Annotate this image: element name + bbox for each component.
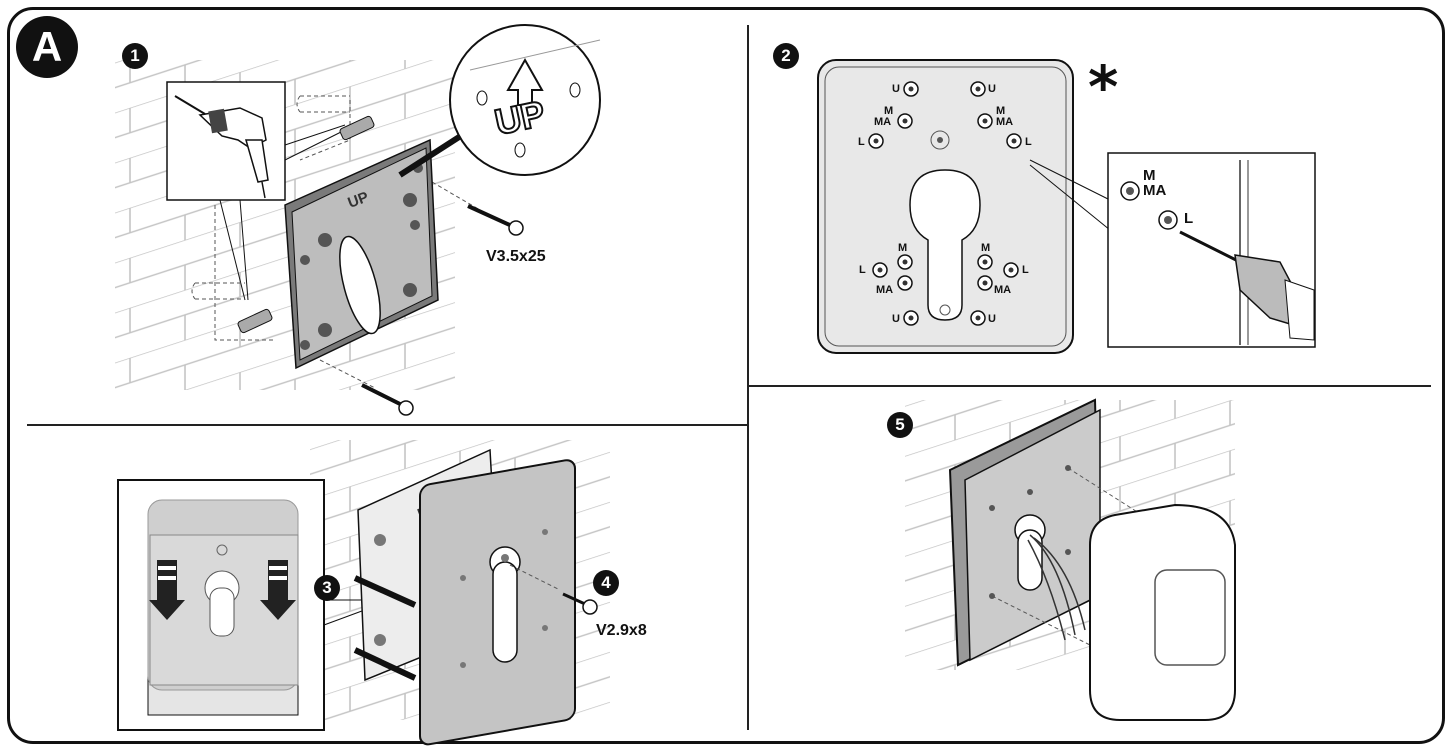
hole-label-ma: MA (994, 284, 1011, 296)
hole-label-m: M (996, 105, 1005, 117)
mounting-plate-1 (284, 138, 439, 370)
wall-plug-top (339, 115, 375, 141)
magnified-up-marking: UP (491, 92, 548, 143)
section-badge: A (16, 16, 78, 78)
hole-label-m: M (898, 242, 907, 254)
hole-label-l: L (859, 264, 866, 276)
cables (1027, 534, 1086, 641)
hole-label-u: U (988, 83, 996, 95)
left-horizontal-divider (27, 424, 748, 426)
key-selector-box (1089, 503, 1236, 721)
hole-label-ma: MA (874, 116, 891, 128)
step-4-badge: 4 (593, 570, 619, 596)
zoom-inset (117, 479, 371, 731)
template-hole-centers (873, 86, 1017, 321)
step-1-badge: 1 (122, 43, 148, 69)
insert-arrows (353, 575, 417, 681)
drill-inset (166, 81, 346, 301)
screw-bottom (361, 383, 414, 416)
hole-label-u: U (988, 313, 996, 325)
detail-label-ma: MA (1143, 182, 1166, 199)
hole-label-m: M (884, 105, 893, 117)
large-screw-label: V3.5x25 (486, 248, 546, 265)
drilling-template (817, 59, 1074, 354)
hole-label-l: L (858, 136, 865, 148)
wall-plug-guides (191, 95, 481, 389)
detail-label-l: L (1184, 210, 1193, 227)
wall-plug-bottom (237, 308, 273, 334)
hole-label-ma: MA (996, 116, 1013, 128)
screw-top (467, 204, 524, 236)
small-screw-label: V2.9x8 (596, 622, 647, 639)
asterisk-mark: * (1088, 53, 1119, 121)
hole-label-l: L (1022, 264, 1029, 276)
drill-detail-inset (1029, 152, 1316, 348)
step-5-badge: 5 (887, 412, 913, 438)
right-horizontal-divider (748, 385, 1431, 387)
step-2-badge: 2 (773, 43, 799, 69)
detail-label-m: M (1143, 167, 1156, 184)
small-screw (509, 564, 598, 615)
cover-plate (419, 459, 576, 746)
figure-frame (7, 7, 1445, 744)
hole-label-ma: MA (876, 284, 893, 296)
step-3-badge: 3 (314, 575, 340, 601)
up-magnifier (398, 24, 601, 178)
plate-up-marking: UP (346, 189, 371, 212)
hole-label-u: U (892, 313, 900, 325)
hole-label-m: M (981, 242, 990, 254)
hole-label-l: L (1025, 136, 1032, 148)
hole-label-u: U (892, 83, 900, 95)
vertical-divider (747, 25, 749, 730)
